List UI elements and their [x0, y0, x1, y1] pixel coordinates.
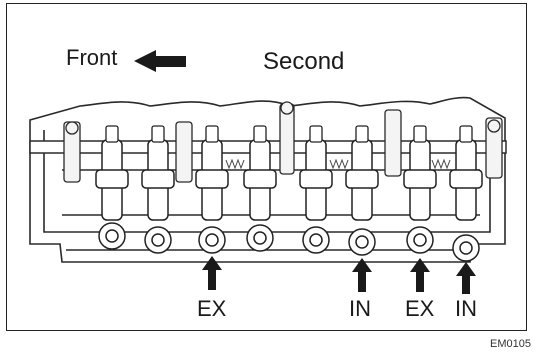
diagram-frame — [6, 3, 527, 331]
ex-2-arrow-icon — [410, 258, 430, 292]
front-direction-arrow-icon — [134, 50, 186, 72]
rocker-shaft-supports — [63, 101, 503, 183]
front-label: Front — [66, 45, 118, 70]
ex-1-arrow-icon — [202, 256, 222, 290]
rocker-arm-4 — [243, 139, 277, 252]
rocker-arm-1 — [95, 139, 129, 250]
in-1-arrow-icon — [352, 258, 372, 292]
ex-2-label: EX — [405, 296, 435, 321]
rocker-arms — [95, 139, 483, 262]
rocker-arm-2 — [141, 139, 175, 254]
in-1-label: IN — [349, 296, 371, 321]
ex-1-label: EX — [197, 296, 227, 321]
in-2-arrow-icon — [456, 262, 476, 294]
in-2-label: IN — [455, 296, 477, 321]
rocker-arm-8 — [449, 139, 483, 262]
second-label: Second — [263, 48, 345, 75]
rocker-arm-7 — [403, 139, 437, 254]
rocker-springs — [225, 158, 451, 170]
rocker-arm-3 — [195, 139, 229, 254]
rocker-arm-6 — [345, 139, 379, 256]
rocker-arm-tips — [105, 125, 473, 143]
figure-code: EM0105 — [490, 338, 531, 350]
pointer-arrows — [202, 256, 476, 294]
rocker-arm-5 — [299, 139, 333, 254]
